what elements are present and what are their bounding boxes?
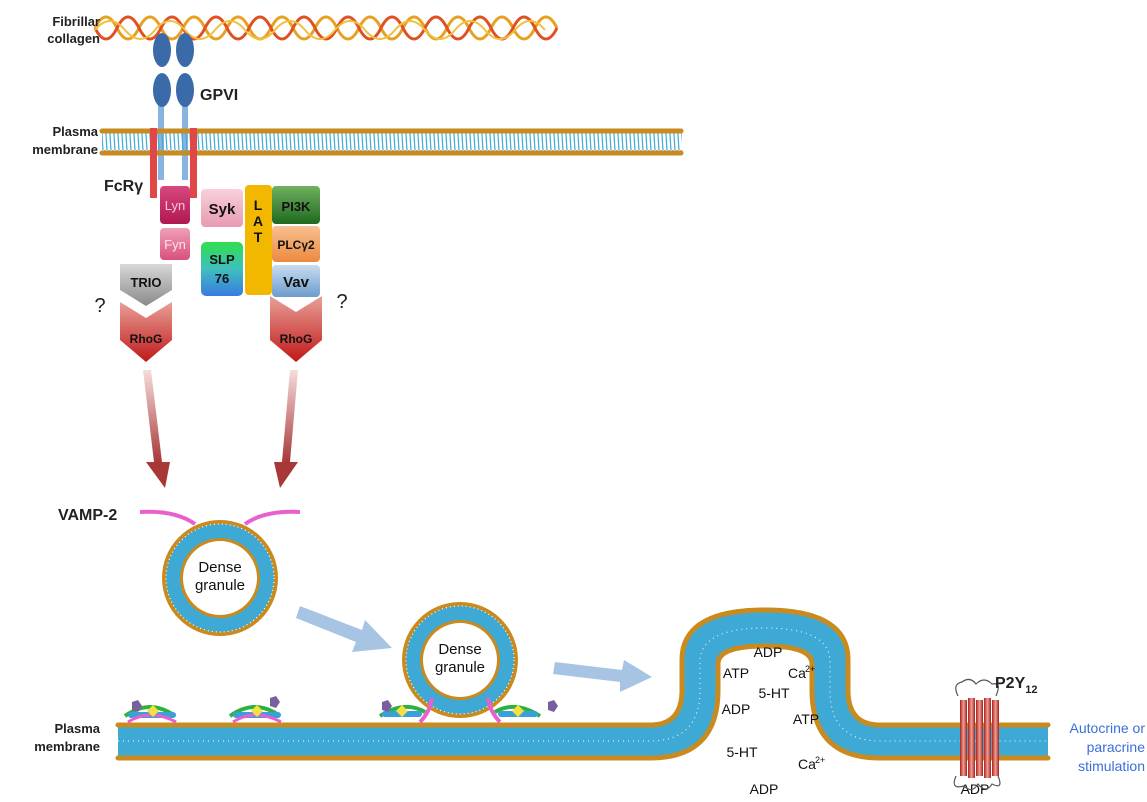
plasma-top-label-1: Plasma: [52, 124, 98, 139]
rhog-left-label: RhoG: [130, 332, 163, 346]
question-left: ?: [94, 295, 105, 317]
released-ca-a-sup: 2+: [805, 664, 815, 674]
released-adp-c: ADP: [750, 781, 779, 797]
plcg2-label: PLCγ2: [277, 238, 315, 252]
stimulation-label-1: Autocrine or: [1070, 720, 1146, 736]
flow-arrow-1: [296, 606, 392, 652]
pi3k-box: [272, 186, 320, 224]
granule2-label-1: Dense: [438, 641, 481, 658]
collagen-label-line2: collagen: [47, 31, 100, 46]
slp76-label-1: SLP: [209, 252, 235, 267]
stimulation-label-3: stimulation: [1078, 758, 1145, 774]
plasma-bottom-label-1: Plasma: [54, 721, 100, 736]
released-5ht-b: 5-HT: [726, 744, 758, 760]
fcr-label: FcRγ: [104, 178, 143, 195]
slp76-label-2: 76: [215, 271, 229, 286]
flow-arrow-2: [553, 660, 652, 692]
pi3k-label: PI3K: [282, 199, 312, 214]
granule1-label-2: granule: [195, 577, 245, 594]
vamp2-right-strand: [243, 509, 301, 526]
syk-label: Syk: [209, 201, 236, 218]
released-adp-b: ADP: [722, 701, 751, 717]
lyn-label: Lyn: [165, 198, 185, 213]
question-right: ?: [336, 291, 347, 313]
vamp2-left-strand: [139, 509, 197, 526]
released-adp-d: ADP: [961, 781, 990, 797]
snare-complex-2: [228, 696, 282, 724]
released-ca-b: Ca: [798, 756, 816, 772]
stimulation-label-2: paracrine: [1087, 739, 1146, 755]
arrow-right-down: [274, 370, 298, 488]
vav-label: Vav: [283, 274, 310, 291]
plcg2-box: [272, 226, 320, 262]
arrow-left-down: [143, 370, 170, 488]
lat-letter-t: T: [254, 229, 263, 245]
dense-granule-2: [402, 602, 518, 718]
p2y12-receptor: [953, 678, 1001, 791]
bottom-plasma-membrane: [115, 607, 1051, 761]
snare-complex-1: [123, 700, 177, 724]
rhog-right-chevron: [270, 296, 322, 362]
released-5ht-a: 5-HT: [758, 685, 790, 701]
released-atp-a: ATP: [723, 665, 749, 681]
gpvi-label: GPVI: [200, 87, 238, 104]
dense-granule-1: [162, 520, 278, 636]
granule1-label-1: Dense: [198, 559, 241, 576]
plasma-top-label-2: membrane: [32, 142, 98, 157]
lat-letter-l: L: [254, 197, 263, 213]
plasma-bottom-label-2: membrane: [34, 739, 100, 754]
vav-box: [272, 265, 320, 297]
fyn-box: [160, 228, 190, 260]
lyn-box: [160, 186, 190, 224]
lat-box: [245, 185, 272, 295]
released-ca-b-sup: 2+: [815, 755, 825, 765]
top-plasma-membrane: [99, 128, 685, 156]
slp76-box: [201, 242, 243, 296]
snare-complex-docked-right: [486, 697, 558, 724]
trio-chevron: [120, 264, 172, 306]
released-atp-b: ATP: [793, 711, 819, 727]
p2y12-label-sub: 12: [1025, 684, 1037, 696]
collagen-fibril: [93, 15, 559, 41]
fyn-label: Fyn: [164, 237, 186, 252]
trio-label: TRIO: [130, 275, 161, 290]
released-ca-a: Ca: [788, 665, 806, 681]
p2y12-label: P2Y12: [995, 675, 1038, 696]
rhog-left-chevron: [120, 302, 172, 362]
lat-letter-a: A: [253, 213, 263, 229]
rhog-right-label: RhoG: [280, 332, 313, 346]
p2y12-label-main: P2Y: [995, 675, 1026, 692]
collagen-label-line1: Fibrillar: [52, 14, 100, 29]
released-adp-a: ADP: [754, 644, 783, 660]
fcr-gamma: [150, 128, 197, 198]
snare-complex-docked-left: [378, 697, 434, 724]
syk-box: [201, 189, 243, 227]
vamp2-label: VAMP-2: [58, 507, 117, 524]
gpvi-receptor: [153, 33, 194, 180]
granule2-label-2: granule: [435, 659, 485, 676]
